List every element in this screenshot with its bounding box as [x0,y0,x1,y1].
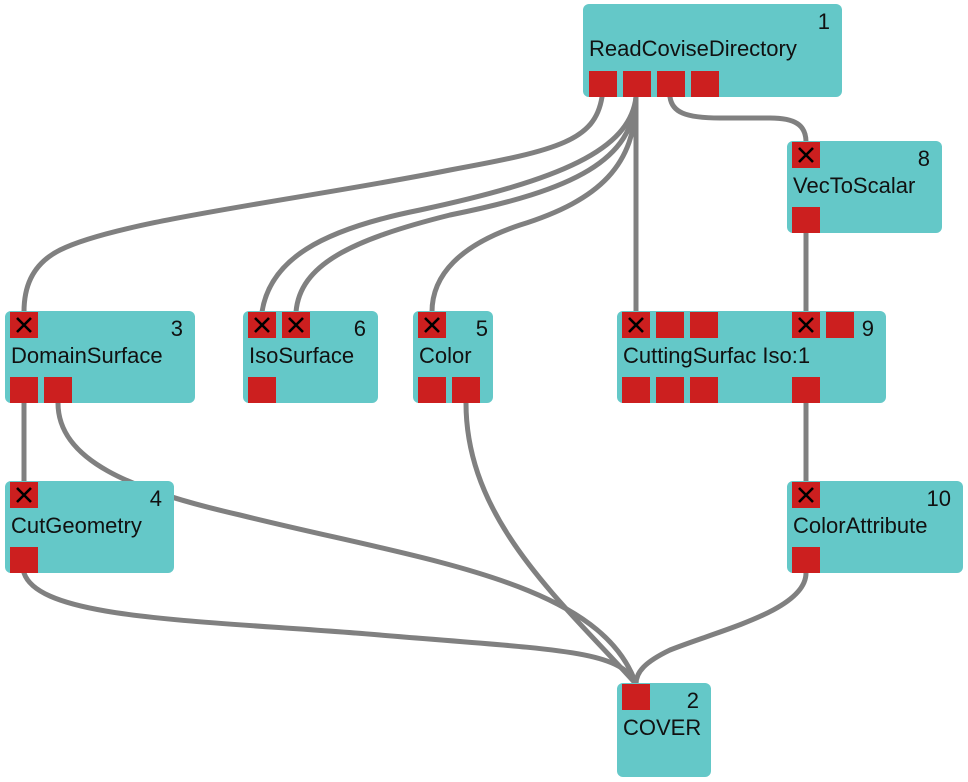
connection-wire[interactable] [667,94,809,145]
module-cut-geometry[interactable]: CutGeometry 4 [5,481,174,573]
input-port[interactable] [622,684,650,710]
connection-wire[interactable] [293,94,639,315]
connection-wire[interactable] [429,94,639,315]
module-number: 2 [686,688,699,713]
connection-wire[interactable] [21,94,605,315]
module-label: IsoSurface [249,343,355,368]
module-vec-to-scalar[interactable]: VecToScalar 8 [787,141,942,233]
module-label: ReadCoviseDirectory [589,36,797,61]
module-number: 4 [149,486,162,511]
module-label: DomainSurface [11,343,163,368]
x-icon [628,317,644,333]
input-port[interactable] [10,312,38,338]
input-port[interactable] [418,312,446,338]
output-port[interactable] [452,377,480,403]
connection-wire[interactable] [259,94,639,315]
module-label: COVER [623,715,702,740]
module-number: 5 [475,316,488,341]
input-port[interactable] [656,312,684,338]
input-port[interactable] [826,312,854,338]
input-port[interactable] [792,142,820,168]
module-label: ColorAttribute [793,513,928,538]
x-icon [798,147,814,163]
module-cover[interactable]: COVER 2 [617,683,711,777]
module-number: 3 [170,316,183,341]
output-port[interactable] [10,377,38,403]
x-icon [254,317,270,333]
output-port[interactable] [622,377,650,403]
module-color[interactable]: Color 5 [413,311,493,403]
output-port[interactable] [792,207,820,233]
connection-wire[interactable] [463,400,639,687]
output-port[interactable] [691,71,719,97]
input-port[interactable] [792,312,820,338]
x-icon [16,317,32,333]
output-port[interactable] [792,547,820,573]
module-number: 6 [353,316,366,341]
connection-wire[interactable] [633,570,809,687]
module-number: 9 [861,316,874,341]
x-icon [16,487,32,503]
module-label: CutGeometry [11,513,142,538]
module-color-attribute[interactable]: ColorAttribute 10 [787,481,963,573]
module-label: VecToScalar [793,173,916,198]
output-port[interactable] [418,377,446,403]
input-port[interactable] [282,312,310,338]
module-domain-surface[interactable]: DomainSurface 3 [5,311,195,403]
module-number: 10 [926,486,951,511]
input-port[interactable] [690,312,718,338]
module-label: CuttingSurfac Iso:1 [623,343,811,368]
x-icon [798,317,814,333]
x-icon [798,487,814,503]
module-read-covise-directory[interactable]: ReadCoviseDirectory 1 [583,4,842,97]
module-cutting-surface[interactable]: CuttingSurfac Iso:1 9 [617,311,886,403]
input-port[interactable] [622,312,650,338]
output-port[interactable] [690,377,718,403]
output-port[interactable] [44,377,72,403]
module-number: 1 [817,9,830,34]
output-port[interactable] [10,547,38,573]
output-port[interactable] [589,71,617,97]
module-iso-surface[interactable]: IsoSurface 6 [243,311,378,403]
connection-wire[interactable] [21,570,639,687]
output-port[interactable] [657,71,685,97]
module-label: Color [419,343,472,368]
input-port[interactable] [792,482,820,508]
output-port[interactable] [623,71,651,97]
x-icon [424,317,440,333]
x-icon [288,317,304,333]
output-port[interactable] [248,377,276,403]
output-port[interactable] [656,377,684,403]
module-number: 8 [917,146,930,171]
input-port[interactable] [248,312,276,338]
input-port[interactable] [10,482,38,508]
output-port[interactable] [792,377,820,403]
connection-wire[interactable] [55,400,639,687]
